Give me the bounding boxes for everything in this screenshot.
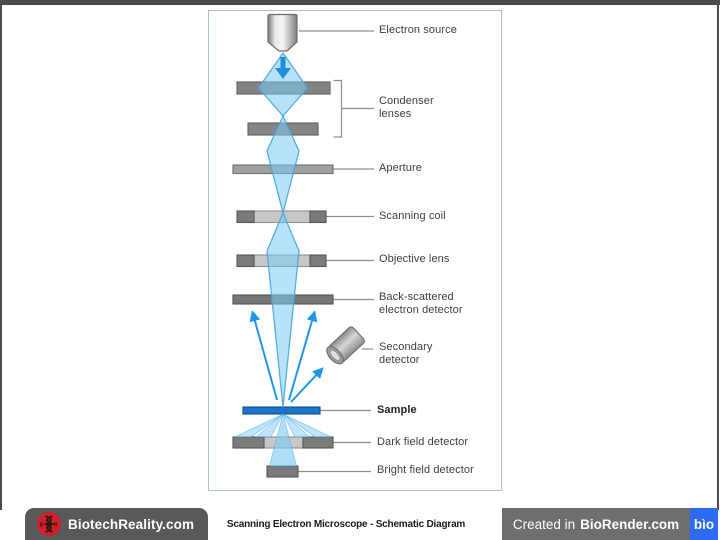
sample-bar [242, 406, 321, 415]
fan-ray-inner-right [282, 413, 311, 438]
backscatter-detector-label: Back-scattered electron detector [379, 291, 463, 317]
down-arrow-icon [275, 57, 291, 79]
leader-lines [298, 30, 374, 473]
objective-lens-label: Objective lens [379, 253, 450, 266]
svg-text:R: R [54, 523, 58, 529]
dark-field-right-cap [302, 436, 334, 449]
biorender-logo: bìo [690, 508, 718, 540]
credit-brand-text: BioRender.com [580, 516, 680, 532]
secondary-detector-cylinder [326, 326, 365, 365]
scattered-electron-arrows [249, 310, 324, 403]
scanning-coil-right-cap [309, 210, 327, 224]
aperture-label-text: Aperture [379, 162, 422, 174]
credit-prefix-text: Created in [512, 516, 576, 532]
diagram-caption: Scanning Electron Microscope - Schematic… [226, 518, 466, 530]
bright-field-label-text: Bright field detector [377, 464, 474, 476]
electron-source-cylinder [267, 13, 298, 52]
scanning-coil-left-cap [236, 210, 255, 224]
frame-left-line [0, 0, 2, 510]
biotechreality-logo: B R [37, 512, 61, 536]
dna-helix-icon: B R [40, 515, 58, 533]
bright-field-detector-bar [266, 465, 299, 478]
transmitted-beam-fan [234, 413, 332, 467]
scanning-coil-label: Scanning coil [379, 210, 446, 223]
frame-right-line [717, 0, 719, 510]
secondary-electron-arrow [290, 367, 324, 403]
sample-label: Sample [377, 404, 417, 417]
objective-lens-left-cap [236, 254, 255, 268]
backscatter-label-line1: Back-scattered [379, 291, 454, 303]
electron-source-label: Electron source [379, 24, 457, 37]
sample-label-text: Sample [377, 404, 417, 416]
fan-ray-outer-right [282, 413, 332, 438]
secondary-detector-label: Secondary detector [379, 341, 433, 367]
objective-lens-right-cap [309, 254, 327, 268]
biorender-logo-text: bìo [693, 516, 715, 532]
biotechreality-brand-text: BiotechReality.com [68, 516, 195, 532]
condenser-lenses-label: Condenser lenses [379, 95, 434, 121]
svg-text:B: B [40, 523, 44, 529]
fan-ray-central [269, 413, 297, 467]
frame-top-bar [0, 0, 720, 5]
electron-source-label-text: Electron source [379, 24, 457, 36]
fan-ray-inner-left [255, 413, 284, 438]
aperture-label: Aperture [379, 162, 422, 175]
secondary-label-line1: Secondary [379, 341, 433, 353]
condenser-bracket [333, 79, 374, 138]
dark-field-left-cap [232, 436, 265, 449]
scanning-coil-label-text: Scanning coil [379, 210, 446, 222]
secondary-label-line2: detector [379, 354, 420, 366]
backscatter-label-line2: electron detector [379, 304, 463, 316]
objective-lens-label-text: Objective lens [379, 253, 450, 265]
backscatter-arrow-left [249, 310, 278, 401]
electron-beam [257, 52, 309, 408]
biotechreality-brand-bar: B R BiotechReality.com [25, 508, 208, 540]
condenser-label-line1: Condenser [379, 95, 434, 107]
dark-field-label-text: Dark field detector [377, 436, 469, 448]
condenser-label-line2: lenses [379, 108, 412, 120]
fan-ray-outer-left [234, 413, 284, 438]
biorender-credit-bar: Created in BioRender.com [502, 508, 690, 540]
backscatter-arrow-right [288, 310, 318, 401]
dark-field-detector-label: Dark field detector [377, 436, 468, 449]
bright-field-detector-label: Bright field detector [377, 464, 474, 477]
beam-lower-kite [266, 212, 300, 408]
